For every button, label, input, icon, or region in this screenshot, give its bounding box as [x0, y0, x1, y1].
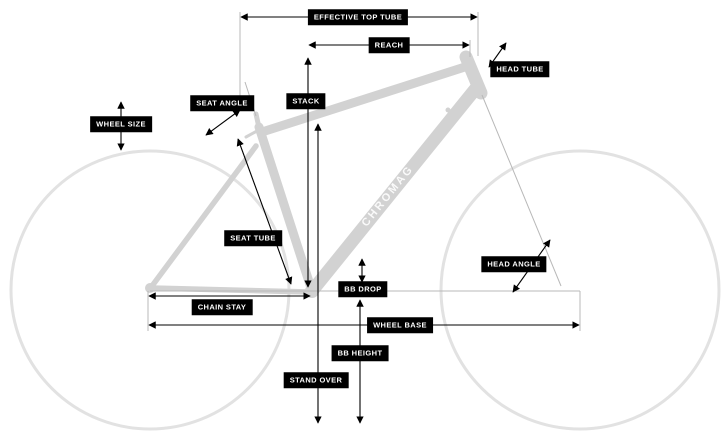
label-chain-stay: CHAIN STAY: [191, 299, 253, 315]
label-head-tube: HEAD TUBE: [490, 61, 550, 77]
label-wheel-size: WHEEL SIZE: [90, 116, 152, 132]
label-head-angle: HEAD ANGLE: [481, 256, 547, 272]
seat-post: [253, 111, 263, 135]
label-wheel-base: WHEEL BASE: [367, 317, 433, 333]
cable-guide-dot: [409, 79, 415, 85]
brand-logo-text: CHROMAG: [359, 163, 416, 229]
top-tube: [257, 61, 473, 137]
label-seat-angle: SEAT ANGLE: [190, 95, 254, 111]
down-tube: [305, 80, 484, 298]
arrow-seat-tube: [236, 138, 293, 285]
seat-clamp-lever: [244, 129, 259, 139]
label-seat-tube: SEAT TUBE: [224, 230, 282, 246]
label-bb-height: BB HEIGHT: [331, 345, 389, 361]
seat-stay: [149, 143, 259, 289]
front-wheel: [439, 149, 721, 431]
measurement-arrows: [117, 13, 580, 424]
cable-guide-dot: [445, 107, 451, 113]
label-reach: REACH: [368, 37, 410, 53]
label-stack: STACK: [286, 93, 326, 109]
head-tube-frame: [459, 50, 488, 100]
label-bb-drop: BB DROP: [338, 281, 388, 297]
cable-guide-dot: [349, 98, 355, 104]
label-effective-top-tube: EFFECTIVE TOP TUBE: [307, 9, 409, 25]
arrow-seat-angle: [205, 109, 241, 136]
label-stand-over: STAND OVER: [283, 372, 349, 388]
